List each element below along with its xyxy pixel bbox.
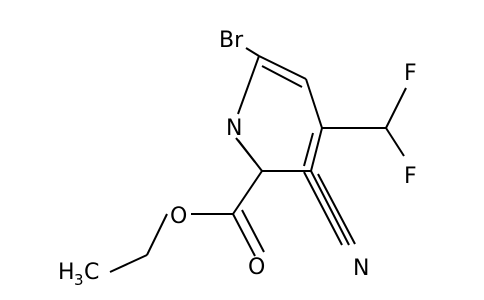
bond-c6-br [245, 47, 260, 57]
methyl-c-label: C [84, 260, 99, 285]
fluorine-top-label: F [404, 61, 417, 86]
bond-c6-c5 [258, 55, 307, 80]
bond-c2-n1-inner [235, 137, 256, 163]
bond-c5-c4 [305, 78, 323, 129]
bromine-label: Br [219, 28, 244, 53]
ring-nitrogen-label: N [226, 116, 242, 141]
bond-carbonyl-double-1 [232, 213, 256, 257]
bond-c4-c3 [310, 127, 323, 172]
carbonyl-oxygen-label: O [248, 255, 265, 280]
bond-c3-nitrile-1 [310, 170, 350, 246]
bond-ch2-ch3 [109, 254, 148, 273]
bond-chf2-f-top [385, 87, 407, 129]
bond-c6-c5-inner [261, 65, 303, 88]
methyl-h-label: H [58, 260, 75, 285]
bond-c3-nitrile-2 [317, 173, 356, 245]
nitrile-nitrogen-label: N [353, 256, 369, 281]
bond-chf2-f-bottom [385, 127, 405, 157]
bond-n1-c6 [237, 55, 260, 115]
methyl-subscript-label: 3 [74, 271, 84, 289]
bond-carbonyl-double-2 [241, 209, 265, 253]
bond-c2-carbonyl-carbon [232, 170, 263, 215]
fluorine-bottom-label: F [404, 164, 417, 189]
ester-oxygen-label: O [170, 204, 187, 229]
bond-c4-c3-inner [303, 132, 314, 167]
bond-c3-nitrile-3 [303, 171, 343, 246]
bond-ester-oxygen-ch2 [146, 213, 168, 256]
